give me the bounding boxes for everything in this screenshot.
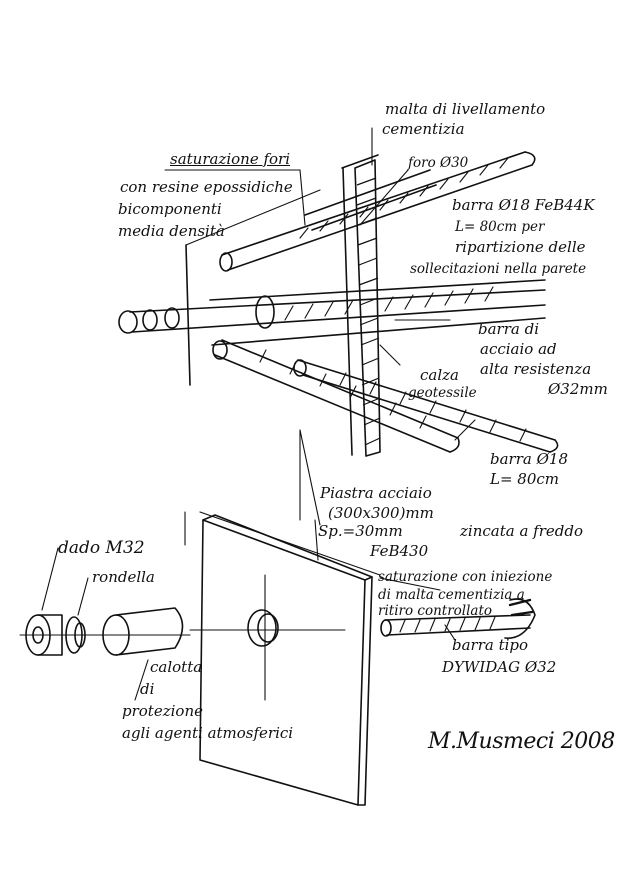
label-piastra-2: (300x300)mm — [328, 504, 434, 522]
label-dywidag-2: DYWIDAG Ø32 — [442, 658, 557, 676]
label-zincata: zincata a freddo — [460, 522, 583, 540]
label-calotta-1: calotta — [150, 658, 203, 676]
steel-plate — [189, 514, 373, 806]
label-barra18-3: ripartizione delle — [455, 238, 586, 256]
label-dywidag-1: barra tipo — [452, 636, 529, 654]
label-calza-1: calza — [420, 366, 459, 384]
bar-phi18-top — [219, 151, 536, 272]
label-barra18-1: barra Ø18 FeB44K — [452, 196, 595, 214]
label-barra18b-1: barra Ø18 — [490, 450, 568, 468]
label-barra18-2: L= 80cm per — [455, 219, 545, 235]
label-acciaio-1: barra di — [478, 320, 539, 338]
label-barra18-4: sollecitazioni nella parete — [410, 261, 587, 277]
label-acciaio-2: acciaio ad — [480, 340, 557, 358]
label-acciaio-3: alta resistenza — [480, 360, 592, 378]
label-barra18b-2: L= 80cm — [490, 470, 560, 488]
signature: M.Musmeci 2008 — [428, 729, 615, 754]
label-calotta-2: di — [140, 680, 155, 698]
label-resine-3: media densità — [118, 222, 225, 240]
label-dado: dado M32 — [58, 538, 145, 558]
label-malta-2: cementizia — [382, 120, 465, 138]
label-calotta-3: protezione — [122, 702, 203, 720]
nut-washer-cap — [19, 607, 191, 656]
label-calotta-4: agli agenti atmosferici — [122, 724, 294, 742]
bar-phi32-main — [118, 279, 546, 346]
dywidag-bar — [380, 598, 536, 639]
wall-section — [354, 159, 381, 457]
label-rondella: rondella — [92, 568, 155, 586]
label-piastra-3: Sp.=30mm — [318, 522, 403, 540]
label-calza-2: geotessile — [408, 385, 477, 401]
label-satur2-3: ritiro controllato — [378, 603, 493, 619]
label-malta-1: malta di livellamento — [385, 100, 546, 118]
label-foro: foro Ø30 — [408, 155, 469, 171]
label-satur2-1: saturazione con iniezione — [378, 569, 553, 585]
label-saturazione: saturazione fori — [170, 150, 291, 168]
label-satur2-2: di malta cementizia a — [378, 587, 525, 603]
label-resine-1: con resine epossidiche — [120, 178, 293, 196]
bar-phi18-bottom — [212, 339, 559, 453]
label-piastra-4: FeB430 — [370, 542, 429, 560]
label-resine-2: bicomponenti — [118, 200, 222, 218]
label-acciaio-4: Ø32mm — [548, 380, 608, 398]
label-piastra-1: Piastra acciaio — [320, 484, 432, 502]
